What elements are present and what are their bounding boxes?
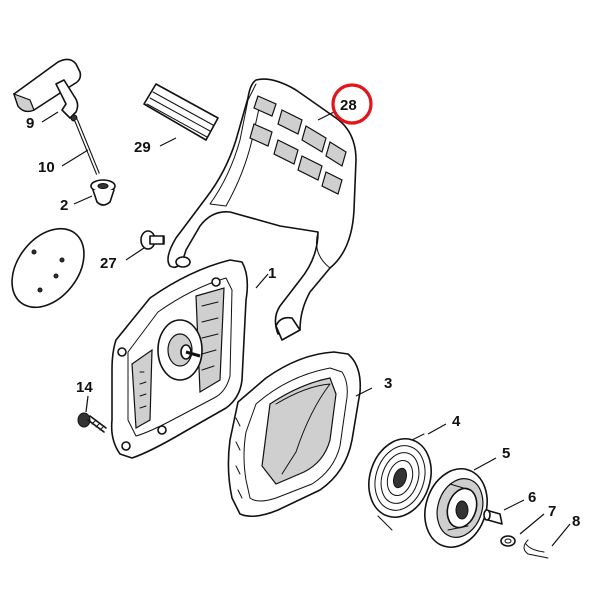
part-29-filter-pad[interactable] bbox=[143, 83, 219, 141]
label-3[interactable]: 3 bbox=[384, 375, 392, 392]
label-4[interactable]: 4 bbox=[452, 413, 461, 430]
part-14-screw[interactable] bbox=[77, 412, 107, 433]
label-1[interactable]: 1 bbox=[268, 265, 276, 282]
part-28-shroud-cover[interactable] bbox=[167, 78, 357, 341]
label-6[interactable]: 6 bbox=[528, 489, 536, 506]
part-9-starter-grip[interactable] bbox=[13, 58, 82, 122]
label-27[interactable]: 27 bbox=[100, 255, 117, 272]
label-2[interactable]: 2 bbox=[60, 197, 68, 214]
label-5[interactable]: 5 bbox=[502, 445, 510, 462]
label-14[interactable]: 14 bbox=[76, 379, 93, 396]
part-10-starter-rope[interactable] bbox=[74, 119, 100, 175]
part-27-shoulder-screw[interactable] bbox=[140, 230, 165, 250]
part-1-fan-housing[interactable] bbox=[110, 259, 249, 459]
part-6-pin[interactable] bbox=[483, 509, 503, 525]
part-8-spring-clip[interactable] bbox=[523, 539, 549, 559]
highlight-circle bbox=[331, 83, 373, 125]
label-9[interactable]: 9 bbox=[26, 115, 34, 132]
part-labels: 9 10 2 29 27 1 28 14 3 4 5 6 7 8 bbox=[26, 97, 580, 530]
label-10[interactable]: 10 bbox=[38, 159, 55, 176]
label-7[interactable]: 7 bbox=[548, 503, 556, 520]
leader-lines bbox=[41, 111, 571, 547]
label-28[interactable]: 28 bbox=[340, 97, 357, 114]
part-3-fan-cover[interactable] bbox=[227, 351, 362, 518]
part-2-rope-guide-bushing[interactable] bbox=[90, 179, 116, 206]
label-29[interactable]: 29 bbox=[134, 139, 151, 156]
part-7-washer[interactable] bbox=[500, 535, 516, 547]
part-4-rewind-spring[interactable] bbox=[359, 431, 441, 531]
round-gasket-plate[interactable] bbox=[0, 215, 99, 321]
part-5-rope-rotor[interactable] bbox=[415, 461, 497, 556]
label-8[interactable]: 8 bbox=[572, 513, 580, 530]
